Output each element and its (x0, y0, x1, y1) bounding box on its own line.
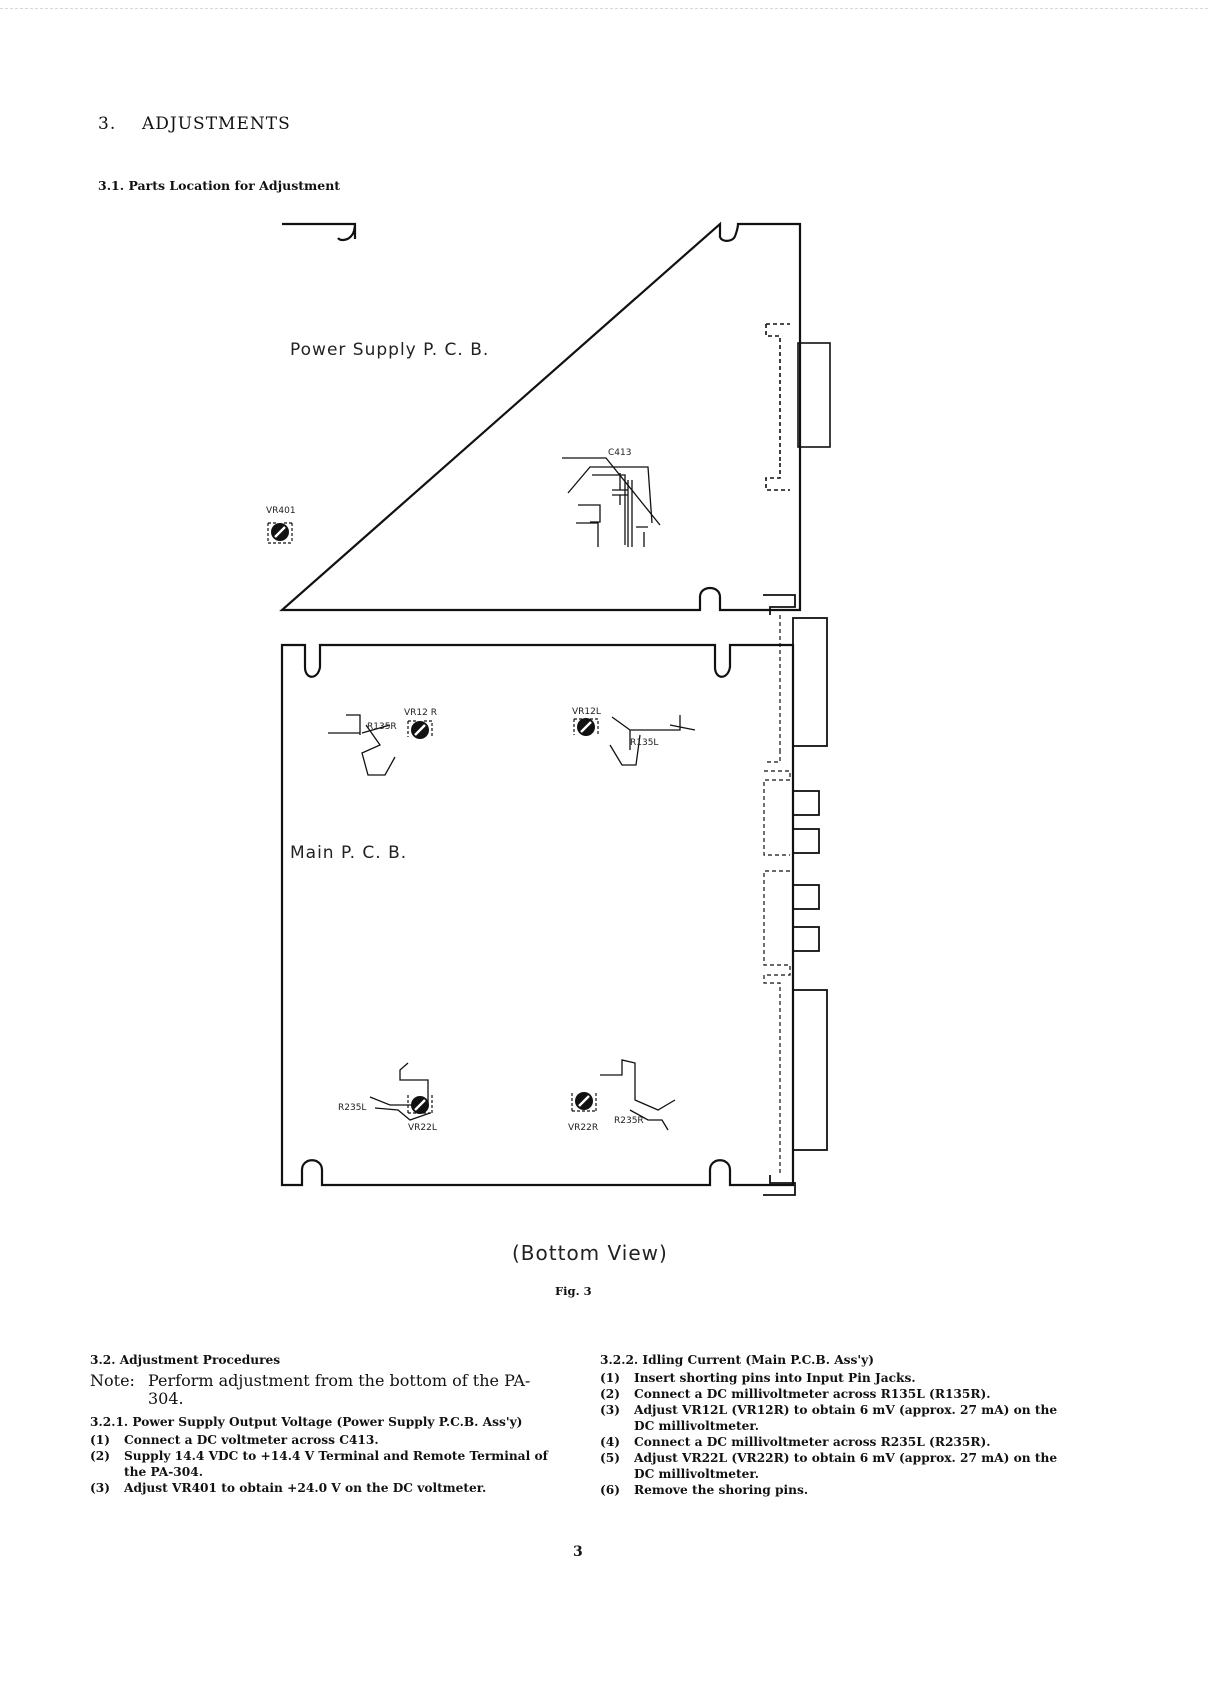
c413-traces (562, 457, 661, 547)
main-connector-bottom (792, 989, 828, 1151)
section-title: 3. ADJUSTMENTS (98, 114, 291, 134)
vr22r-trimmer (571, 1092, 597, 1112)
r235l-label: R235L (338, 1103, 366, 1113)
idling-step: (6)Remove the shoring pins. (600, 1483, 809, 1497)
idling-step: (3)Adjust VR12L (VR12R) to obtain 6 mV (… (600, 1403, 1058, 1433)
main-pcb-outline (280, 643, 795, 1187)
vr12l-label: VR12L (572, 707, 601, 717)
main-connector-top (792, 617, 828, 747)
figure-caption: Fig. 3 (555, 1284, 592, 1298)
note-label: Note: (90, 1371, 135, 1390)
vr22l-trimmer (407, 1095, 433, 1114)
power-connector (797, 342, 831, 448)
vr22l-label: VR22L (408, 1123, 437, 1133)
procedures-left-column: 3.2. Adjustment Procedures Note: Perform… (90, 1352, 560, 1496)
jack-4 (792, 926, 820, 952)
idling-step: (2)Connect a DC millivoltmeter across R1… (600, 1387, 991, 1401)
idling-step: (4)Connect a DC millivoltmeter across R2… (600, 1435, 991, 1449)
r235l-traces (369, 1062, 431, 1121)
r135l-traces (609, 715, 696, 766)
power-supply-heading: 3.2.1. Power Supply Output Voltage (Powe… (90, 1415, 523, 1429)
section-title-text: ADJUSTMENTS (142, 114, 291, 134)
procedures-heading: 3.2. Adjustment Procedures (90, 1353, 281, 1367)
power-step: (1)Connect a DC voltmeter across C413. (90, 1433, 379, 1447)
jack-1 (792, 790, 820, 816)
top-scan-rule (0, 8, 1208, 9)
main-bottom-bracket (763, 1175, 796, 1196)
power-step: (3)Adjust VR401 to obtain +24.0 V on the… (90, 1481, 487, 1495)
note-text: Perform adjustment from the bottom of th… (148, 1371, 531, 1408)
idling-step: (1)Insert shorting pins into Input Pin J… (600, 1371, 916, 1385)
r235r-traces (600, 1059, 676, 1131)
main-pcb-label: Main P. C. B. (290, 843, 407, 863)
idling-step: (5)Adjust VR22L (VR22R) to obtain 6 mV (… (600, 1451, 1058, 1481)
c413-label: C413 (608, 448, 631, 458)
power-pcb-outline (279, 221, 802, 612)
note: Note: Perform adjustment from the bottom… (90, 1372, 560, 1408)
section-number: 3. (98, 114, 117, 134)
subsection-parts-location: 3.1. Parts Location for Adjustment (98, 178, 341, 193)
r135r-label: R135R (367, 722, 397, 732)
jack-2 (792, 828, 820, 854)
vr12r-trimmer (407, 720, 433, 739)
r135l-label: R135L (630, 738, 658, 748)
idling-current-heading: 3.2.2. Idling Current (Main P.C.B. Ass'y… (600, 1353, 874, 1367)
r135r-traces (328, 714, 396, 776)
vr22r-label: VR22R (568, 1123, 598, 1133)
vr12l-trimmer (573, 718, 599, 736)
r235r-label: R235R (614, 1116, 644, 1126)
jack-3 (792, 884, 820, 910)
power-pcb-label: Power Supply P. C. B. (290, 340, 489, 360)
vr401-trimmer (267, 522, 293, 544)
parts-location-figure: VR401 C413 VR12 R R135R VR12L R135L R235… (266, 221, 831, 1265)
vr12r-label: VR12 R (404, 708, 437, 718)
power-step: (2)Supply 14.4 VDC to +14.4 V Terminal a… (90, 1449, 548, 1479)
procedures-right-column: 3.2.2. Idling Current (Main P.C.B. Ass'y… (600, 1352, 1080, 1498)
main-top-bracket (763, 594, 796, 615)
bottom-view-label: (Bottom View) (512, 1241, 668, 1265)
page-number: 3 (573, 1544, 583, 1560)
vr401-label: VR401 (266, 506, 296, 516)
